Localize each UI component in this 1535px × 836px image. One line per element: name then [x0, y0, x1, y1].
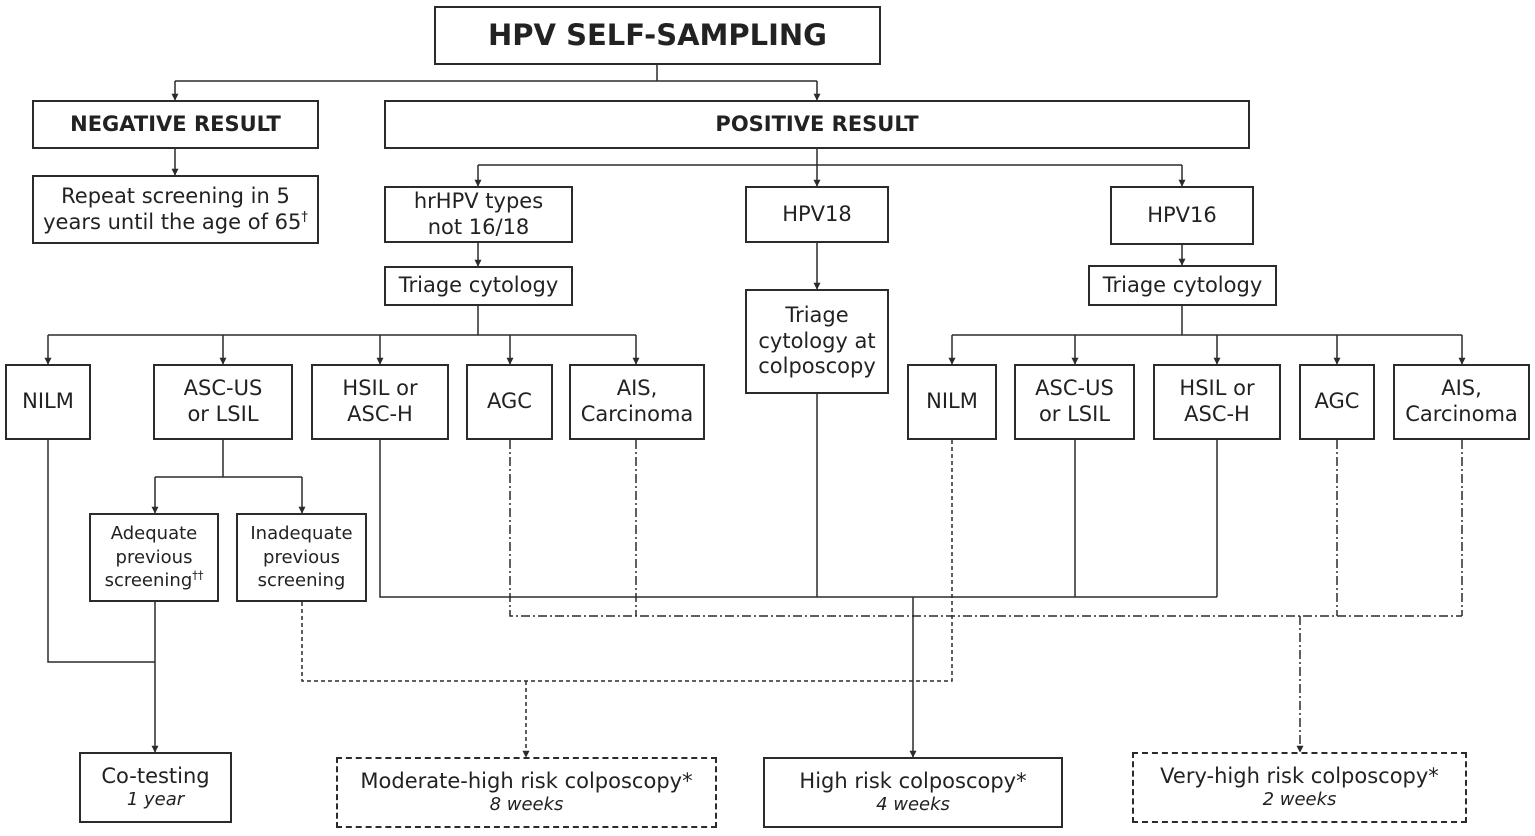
triage-colposcopy-line2: cytology at	[758, 328, 876, 353]
very-high-risk-interval: 2 weeks	[1262, 789, 1337, 811]
dagger-footnote-mark: †	[301, 209, 308, 225]
hsil-right-line2: ASC-H	[1184, 402, 1250, 426]
ascus-right-line2: or LSIL	[1038, 402, 1111, 426]
triage-cytology-right-box: Triage cytology	[1088, 265, 1277, 306]
hsil-left-line1: HSIL or	[342, 376, 418, 401]
nilm-right-label: NILM	[926, 389, 978, 414]
hpv16-box: HPV16	[1110, 186, 1254, 245]
ais-left-line2: Carcinoma	[580, 402, 694, 426]
hsil-right-line1: HSIL or	[1179, 376, 1255, 401]
inadequate-line1: Inadequate	[250, 522, 353, 544]
ascus-left-line2: or LSIL	[187, 402, 259, 426]
triage-colposcopy-line1: Triage	[785, 303, 849, 328]
ascus-right-line1: ASC-US	[1035, 376, 1114, 401]
hrhpv-other-box: hrHPV types not 16/18	[384, 186, 573, 243]
hsil-left-line2: ASC-H	[347, 402, 413, 426]
ais-left-line1: AIS,	[616, 376, 658, 401]
cotesting-interval: 1 year	[126, 789, 185, 811]
adequate-line1: Adequate	[110, 522, 198, 544]
moderate-high-risk-label: Moderate-high risk colposcopy*	[360, 768, 693, 793]
hpv16-label: HPV16	[1147, 202, 1217, 227]
repeat-screening-text: years until the age of 65	[43, 209, 302, 234]
hpv18-box: HPV18	[745, 186, 889, 243]
ascus-left-line1: ASC-US	[183, 376, 263, 401]
inadequate-screening-box: Inadequate previous screening	[236, 513, 367, 602]
moderate-high-risk-interval: 8 weeks	[489, 794, 564, 816]
title-box: HPV SELF-SAMPLING	[434, 6, 881, 65]
very-high-risk-box: Very-high risk colposcopy* 2 weeks	[1132, 752, 1467, 823]
inadequate-line3: screening	[257, 570, 346, 592]
negative-result-label: NEGATIVE RESULT	[70, 111, 281, 136]
triage-cytology-left-box: Triage cytology	[384, 266, 573, 306]
ais-right-line1: AIS,	[1441, 376, 1482, 401]
negative-result-box: NEGATIVE RESULT	[32, 100, 319, 149]
adequate-line3: screening††	[105, 569, 204, 593]
cotesting-box: Co-testing 1 year	[79, 752, 232, 823]
hpv18-label: HPV18	[782, 201, 852, 226]
hrhpv-other-line2: not 16/18	[427, 214, 530, 239]
ascus-lsil-right-box: ASC-US or LSIL	[1014, 364, 1135, 440]
agc-left-label: AGC	[487, 389, 532, 414]
triage-cytology-left-label: Triage cytology	[398, 273, 559, 298]
repeat-screening-line2: years until the age of 65†	[43, 210, 308, 236]
nilm-left-box: NILM	[5, 364, 91, 440]
high-risk-label: High risk colposcopy*	[799, 768, 1027, 793]
triage-colposcopy-line3: colposcopy	[758, 354, 876, 379]
hsil-asch-right-box: HSIL or ASC-H	[1153, 364, 1281, 440]
very-high-risk-label: Very-high risk colposcopy*	[1160, 763, 1439, 788]
adequate-line2: previous	[115, 546, 193, 568]
moderate-high-risk-box: Moderate-high risk colposcopy* 8 weeks	[336, 757, 717, 828]
cotesting-label: Co-testing	[101, 763, 210, 788]
repeat-screening-box: Repeat screening in 5 years until the ag…	[32, 175, 319, 244]
ais-right-line2: Carcinoma	[1405, 402, 1518, 426]
hsil-asch-left-box: HSIL or ASC-H	[311, 364, 449, 440]
agc-right-label: AGC	[1314, 389, 1360, 414]
ais-carcinoma-left-box: AIS, Carcinoma	[569, 364, 705, 440]
adequate-line3-text: screening	[104, 570, 193, 592]
triage-colposcopy-box: Triage cytology at colposcopy	[745, 289, 889, 394]
agc-left-box: AGC	[466, 364, 553, 440]
ascus-lsil-left-box: ASC-US or LSIL	[153, 364, 293, 440]
nilm-left-label: NILM	[22, 389, 74, 414]
repeat-screening-line1: Repeat screening in 5	[61, 183, 290, 208]
agc-right-box: AGC	[1299, 364, 1375, 440]
high-risk-interval: 4 weeks	[876, 794, 950, 816]
page-title: HPV SELF-SAMPLING	[488, 17, 827, 52]
ais-carcinoma-right-box: AIS, Carcinoma	[1393, 364, 1530, 440]
double-dagger-footnote-mark: ††	[192, 569, 204, 583]
inadequate-line2: previous	[263, 546, 340, 568]
triage-cytology-right-label: Triage cytology	[1102, 272, 1263, 297]
high-risk-box: High risk colposcopy* 4 weeks	[763, 757, 1063, 828]
nilm-right-box: NILM	[907, 364, 997, 440]
hrhpv-other-line1: hrHPV types	[413, 188, 544, 213]
positive-result-label: POSITIVE RESULT	[715, 111, 919, 136]
positive-result-box: POSITIVE RESULT	[384, 100, 1250, 149]
adequate-screening-box: Adequate previous screening††	[89, 513, 219, 602]
